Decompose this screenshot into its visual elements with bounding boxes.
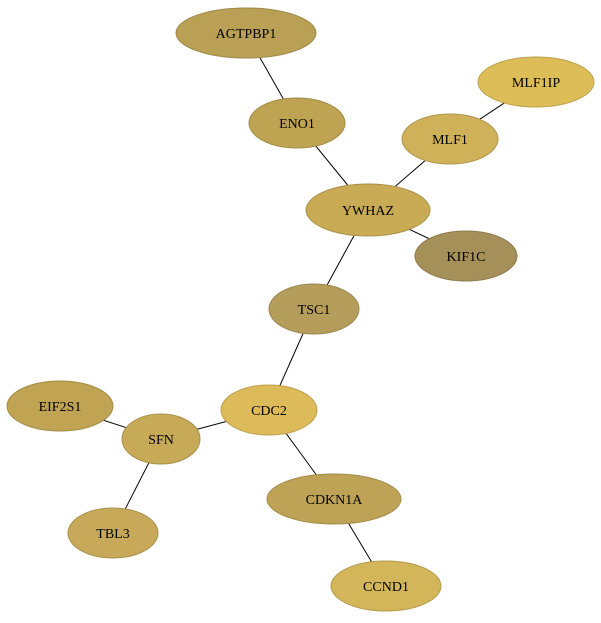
- node-label: ENO1: [279, 117, 315, 132]
- node-ellipse[interactable]: [477, 56, 595, 108]
- node-label: EIF2S1: [39, 400, 82, 415]
- node-ellipse[interactable]: [305, 183, 431, 237]
- node-ellipse[interactable]: [330, 560, 442, 612]
- node-label: CDC2: [251, 404, 287, 419]
- node-agtpbp1[interactable]: AGTPBP1: [175, 7, 317, 59]
- node-ywhaz[interactable]: YWHAZ: [305, 183, 431, 237]
- node-cdc2[interactable]: CDC2: [220, 384, 318, 436]
- node-ellipse[interactable]: [248, 97, 346, 149]
- node-mlf1[interactable]: MLF1: [401, 113, 499, 165]
- node-ellipse[interactable]: [266, 473, 402, 525]
- node-ellipse[interactable]: [67, 507, 159, 559]
- node-label: CDKN1A: [306, 493, 364, 508]
- node-tsc1[interactable]: TSC1: [268, 283, 360, 335]
- node-ccnd1[interactable]: CCND1: [330, 560, 442, 612]
- node-mlf1ip[interactable]: MLF1IP: [477, 56, 595, 108]
- node-label: YWHAZ: [342, 204, 394, 219]
- node-label: MLF1IP: [512, 76, 560, 91]
- node-label: MLF1: [432, 133, 468, 148]
- node-tbl3[interactable]: TBL3: [67, 507, 159, 559]
- node-label: SFN: [148, 433, 174, 448]
- node-kif1c[interactable]: KIF1C: [414, 230, 518, 282]
- node-eno1[interactable]: ENO1: [248, 97, 346, 149]
- node-ellipse[interactable]: [401, 113, 499, 165]
- node-label: AGTPBP1: [216, 27, 277, 42]
- node-eif2s1[interactable]: EIF2S1: [6, 380, 114, 432]
- node-label: CCND1: [363, 580, 409, 595]
- node-label: TBL3: [96, 527, 129, 542]
- node-ellipse[interactable]: [6, 380, 114, 432]
- node-ellipse[interactable]: [414, 230, 518, 282]
- node-label: KIF1C: [447, 250, 486, 265]
- node-ellipse[interactable]: [175, 7, 317, 59]
- node-cdkn1a[interactable]: CDKN1A: [266, 473, 402, 525]
- node-ellipse[interactable]: [121, 413, 201, 465]
- node-ellipse[interactable]: [220, 384, 318, 436]
- node-sfn[interactable]: SFN: [121, 413, 201, 465]
- node-label: TSC1: [298, 303, 331, 318]
- node-ellipse[interactable]: [268, 283, 360, 335]
